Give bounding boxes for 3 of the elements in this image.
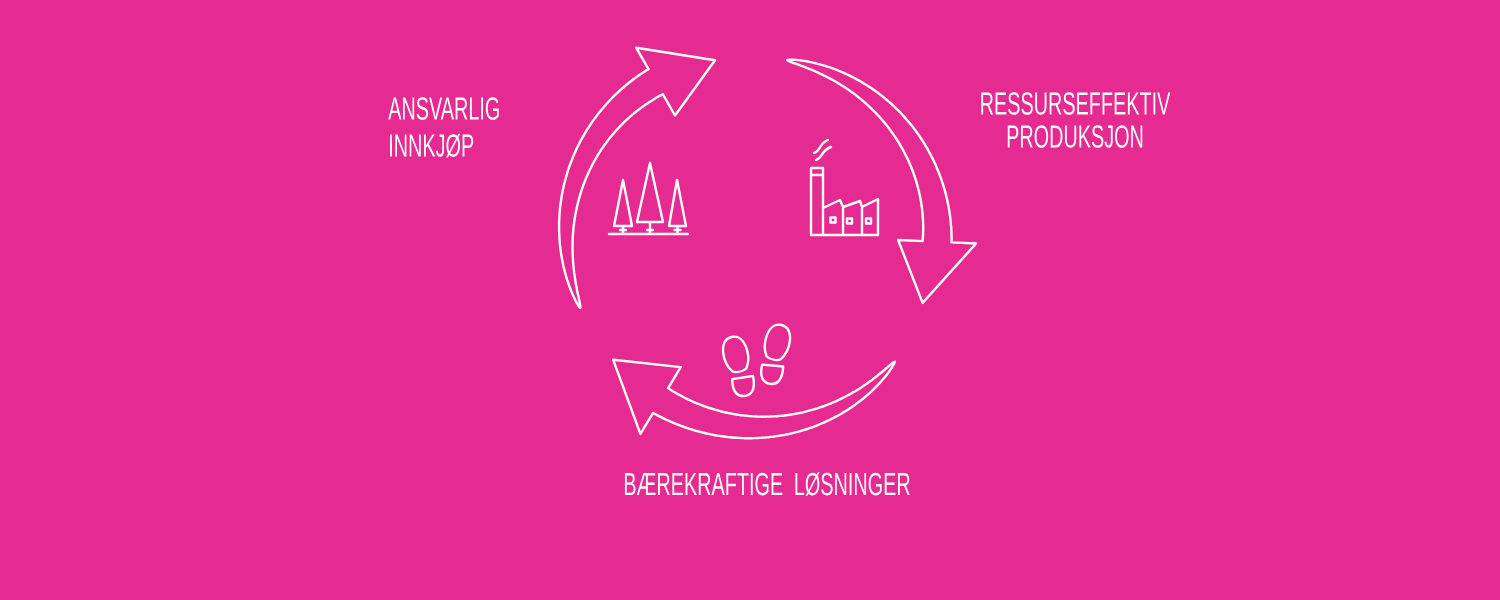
stage-label: BÆREKRAFTIGE LØSNINGER <box>624 472 910 496</box>
stage-label: ANSVARLIG INNKJØP <box>388 97 499 158</box>
stage-label: RESSURSEFFEKTIV PRODUKSJON <box>981 92 1171 148</box>
